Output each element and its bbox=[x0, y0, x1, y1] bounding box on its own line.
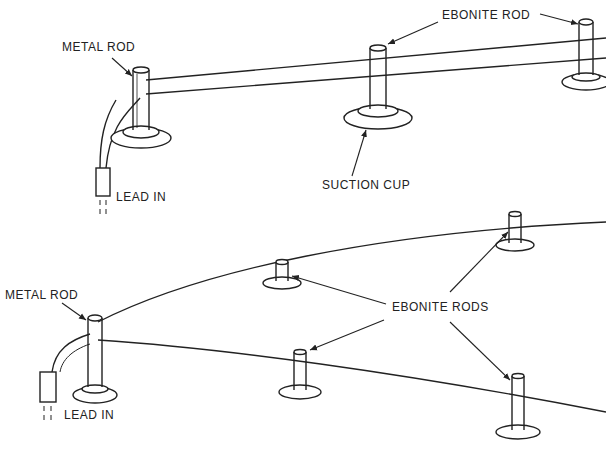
part-label: EBONITE RODS bbox=[392, 300, 489, 314]
part-label: LEAD IN bbox=[64, 408, 114, 422]
part-label: SUCTION CUP bbox=[322, 178, 410, 192]
part-label: LEAD IN bbox=[116, 190, 166, 204]
part-label: METAL ROD bbox=[62, 40, 135, 54]
part-label: METAL ROD bbox=[5, 288, 78, 302]
part-label: EBONITE ROD bbox=[442, 8, 530, 22]
